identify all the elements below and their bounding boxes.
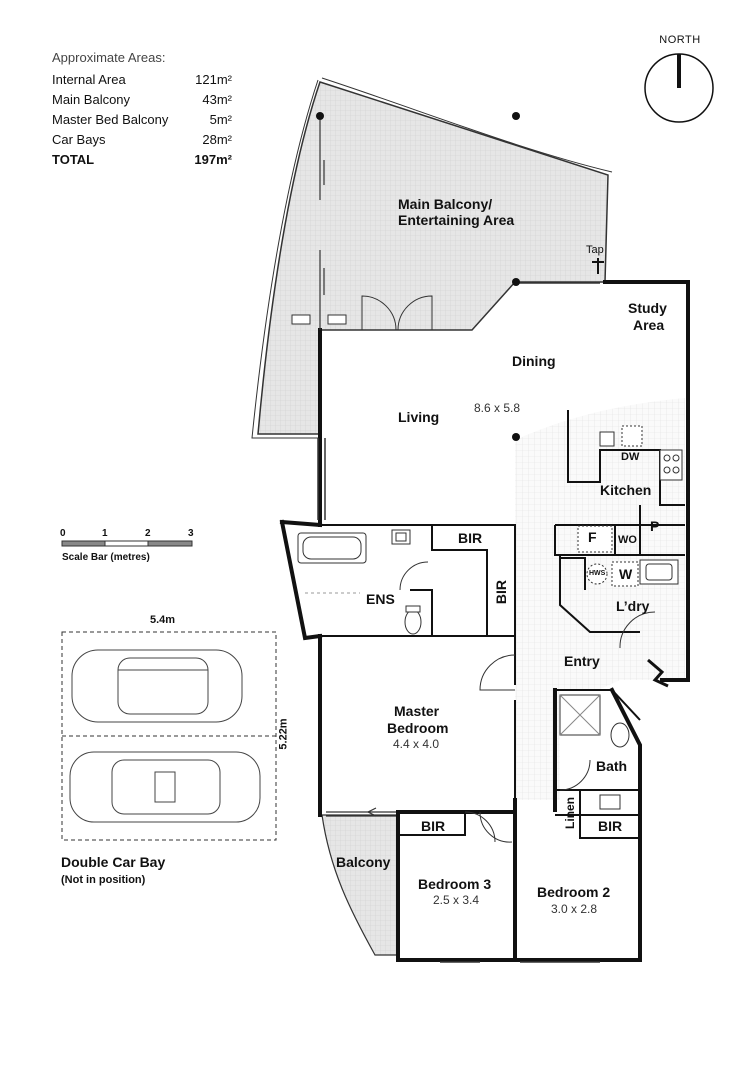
master-label-2: Bedroom [387, 720, 449, 736]
study-label-2: Area [633, 317, 665, 333]
master-label-1: Master [394, 703, 440, 719]
pantry-label: P [650, 518, 660, 534]
ens-bir-label: BIR [458, 530, 483, 546]
bedroom2-dimensions: 3.0 x 2.8 [551, 902, 598, 916]
washer-label: W [619, 566, 633, 582]
car-bay-depth: 5.22m [277, 718, 290, 750]
scale-tick-0: 0 [60, 528, 66, 539]
entry-label: Entry [564, 653, 600, 669]
hws-label: HWS [589, 570, 606, 577]
ensuite-label: ENS [366, 591, 395, 607]
bedroom3-label: Bedroom 3 [418, 876, 492, 892]
main-balcony-label-1: Main Balcony/ [398, 196, 493, 212]
balcony-label: Balcony [336, 854, 391, 870]
wall-oven-label: WO [618, 534, 637, 546]
tap-label: Tap [586, 244, 604, 256]
main-balcony-label-2: Entertaining Area [398, 212, 515, 228]
bedroom3-dimensions: 2.5 x 3.4 [433, 893, 480, 907]
compass-label: NORTH [659, 34, 701, 46]
laundry-label: L’dry [616, 598, 650, 614]
areas-heading: Approximate Areas: [52, 50, 166, 65]
fridge-label: F [588, 529, 597, 545]
kitchen-floor [515, 398, 685, 800]
bed3-bir-label: BIR [421, 818, 446, 834]
main-balcony-area [257, 81, 609, 435]
scale-tick-1: 1 [102, 528, 108, 539]
car-bay-title: Double Car Bay [61, 854, 166, 870]
bedroom2-label: Bedroom 2 [537, 884, 611, 900]
bed2-bir-label: BIR [598, 818, 623, 834]
master-bir-label: BIR [493, 579, 510, 605]
living-label: Living [398, 409, 440, 425]
study-label-1: Study [628, 300, 667, 316]
living-dimensions: 8.6 x 5.8 [474, 401, 521, 415]
master-balcony-area [321, 814, 399, 956]
scale-caption: Scale Bar (metres) [62, 552, 150, 563]
car-bay-subtitle: (Not in position) [61, 874, 146, 886]
car-bay-width: 5.4m [150, 614, 176, 626]
dining-label: Dining [512, 353, 556, 369]
bath-label: Bath [596, 758, 628, 774]
scale-tick-2: 2 [145, 528, 151, 539]
master-dimensions: 4.4 x 4.0 [393, 737, 440, 751]
linen-label: Linen [563, 797, 577, 829]
kitchen-label: Kitchen [600, 482, 652, 498]
dishwasher-label: DW [621, 451, 640, 463]
scale-tick-3: 3 [188, 528, 194, 539]
